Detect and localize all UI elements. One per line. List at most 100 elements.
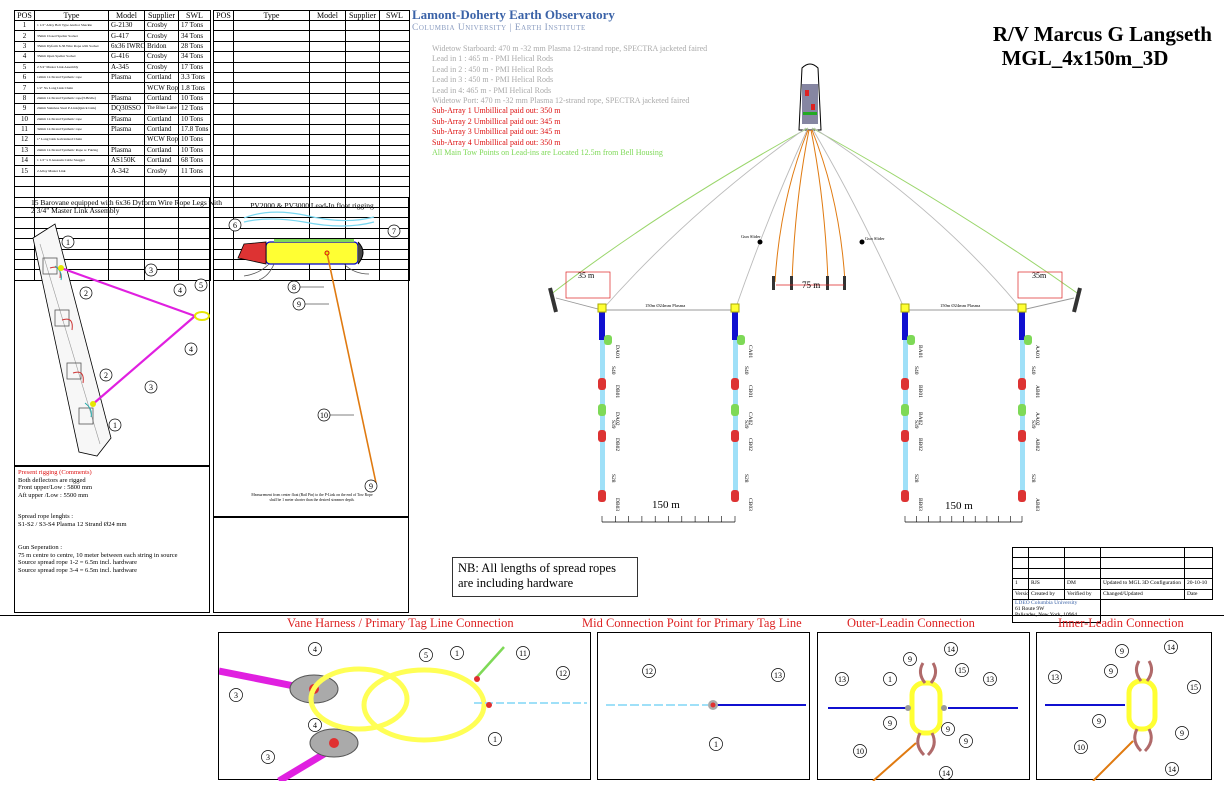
mid-detail-drawing: 12 13 1	[606, 664, 806, 751]
umbilical-note: Sub-Array 3 Umbillical paid out: 345 m	[432, 127, 561, 137]
gun-label: BB03	[917, 498, 923, 511]
empty-row	[213, 71, 410, 84]
cell-type: 35mm Closed Spelter Socket	[34, 30, 109, 42]
cell-swl: 28 Tons	[178, 40, 211, 53]
cell-pos: 10	[14, 113, 35, 125]
cell-model: A-345	[108, 61, 145, 73]
spread-rope-left: 150m Ø24mm Plasma	[645, 303, 685, 308]
gun-line: 75 m centre to centre, 10 meter between …	[18, 551, 178, 559]
empty-row	[14, 175, 211, 188]
cell-swl: 34 Tons	[178, 51, 211, 63]
svg-text:3: 3	[149, 266, 153, 275]
inner-detail-title: Inner-Leadin Connection	[1058, 616, 1184, 630]
empty-row	[213, 82, 410, 94]
tow-notes: Widetow Starboard: 470 m -32 mm Plasma 1…	[432, 44, 707, 158]
cell-model: 6x36 IWRC	[108, 40, 145, 53]
barovane-drawing: 1 2 3 4 5 4 2 3 1	[32, 223, 210, 457]
gun-label: CB02	[747, 438, 753, 451]
outer-detail-title: Outer-Leadin Connection	[847, 616, 975, 630]
cell-supplier: Crosby	[144, 30, 179, 42]
svg-text:3: 3	[234, 691, 238, 700]
svg-text:5: 5	[424, 651, 428, 660]
cell-model: DQ30SSO	[108, 103, 145, 115]
col-swl: SWL	[379, 10, 410, 21]
empty-row	[213, 144, 410, 157]
svg-text:14: 14	[1167, 643, 1175, 652]
svg-text:2: 2	[104, 371, 108, 380]
empty-row	[213, 19, 410, 32]
revision-row: 1 RJS DM Updated to MGL 3D Configuration…	[1012, 578, 1213, 590]
cell-pos: 15	[14, 165, 35, 177]
svg-text:9: 9	[908, 655, 912, 664]
cell-pos: 14	[14, 155, 35, 167]
comment-line: Front upper/Low : 5800 mm	[18, 484, 93, 491]
gun-label: BB01	[917, 385, 923, 398]
vane-detail-title: Vane Harness / Primary Tag Line Connecti…	[287, 616, 514, 630]
cell-type: 35mm Open Spelter Socket	[34, 51, 109, 63]
cell-pos: 11	[14, 123, 35, 136]
cell-model: AS150K	[108, 155, 145, 167]
gun-label: S28	[1030, 474, 1036, 483]
tow-layout-diagram: Gun Slider Gun Slider 75 m 35 m 35m 150m…	[548, 63, 1082, 523]
gun-label: DB03	[614, 498, 620, 511]
svg-text:9: 9	[1097, 717, 1101, 726]
nb-note: NB: All lengths of spread ropes are incl…	[452, 557, 638, 597]
cell-type: 24mm Stainless Steel P-Link(Quick Link)	[34, 103, 109, 115]
cell-pos: 5	[14, 61, 35, 73]
gun-label: AB01	[1034, 385, 1040, 398]
spread-line: S1-S2 / S3-S4 Plasma 12 Strand Ø24 mm	[18, 520, 127, 528]
gun-label: S39	[610, 420, 616, 429]
gun-line: Source spread rope 1-2 = 6.5m incl. hard…	[18, 559, 137, 566]
svg-text:14: 14	[947, 645, 955, 654]
tow-rope	[902, 310, 908, 340]
cell-model: G-2130	[108, 19, 145, 32]
cell-model: G-416	[108, 51, 145, 63]
svg-text:5: 5	[199, 281, 203, 290]
tow-rope	[732, 310, 738, 340]
col-model: Model	[309, 10, 346, 21]
cell-pos: 9	[14, 103, 35, 115]
umbilical-note: Sub-Array 2 Umbillical paid out: 345 m	[432, 116, 561, 126]
second-table-header: POS Type Model Supplier SWL	[213, 10, 410, 21]
svg-text:13: 13	[1051, 673, 1059, 682]
right-35m-label: 35m	[1032, 271, 1047, 280]
cell-pos: 13	[14, 144, 35, 157]
tow-note: Widetow Port: 470 m -32 mm Plasma 12-str…	[432, 96, 690, 106]
comment-line: Both deflectors are rigged	[18, 476, 86, 484]
umbilical-note: Sub-Array 1 Umbillical paid out: 350 m	[432, 106, 561, 116]
empty-row	[213, 113, 410, 125]
gun-label: AA01	[1034, 345, 1040, 359]
gun-label: S39	[743, 420, 749, 429]
cell-supplier: Cortland	[144, 155, 179, 167]
cell-swl: 3.3 Tons	[178, 71, 211, 84]
cell-supplier: Cortland	[144, 113, 179, 125]
svg-text:10: 10	[856, 747, 864, 756]
gun-cluster	[731, 490, 739, 502]
vane-detail-drawing: 4 5 1 11 12 3 4 1 3	[218, 642, 587, 785]
inner-detail-drawing: 13 9 14 9 15 9 9 10 14	[1045, 640, 1201, 782]
cell-pos: 2	[14, 30, 35, 42]
float	[730, 303, 740, 313]
col-model: Model	[108, 10, 145, 21]
gun-cluster	[598, 430, 606, 442]
spread-rope-right: 150m Ø24mm Plasma	[940, 303, 980, 308]
tow-note: Lead in 2 : 450 m - PMI Helical Rods	[432, 64, 554, 74]
gun-heading: Gun Seperation :	[18, 544, 63, 551]
cell-supplier: Cortland	[144, 92, 179, 105]
empty-row	[213, 175, 410, 188]
pv-float-title: PV2000 & PV3000 Lead-In float rigging	[250, 201, 374, 210]
cell-swl: 10 Tons	[178, 92, 211, 105]
empty-row	[213, 103, 410, 115]
divider	[0, 615, 1224, 616]
gun-label: AB02	[1034, 438, 1040, 451]
gun-label: DA01	[614, 345, 620, 359]
cell-supplier: Crosby	[144, 61, 179, 73]
gun-cluster	[731, 430, 739, 442]
